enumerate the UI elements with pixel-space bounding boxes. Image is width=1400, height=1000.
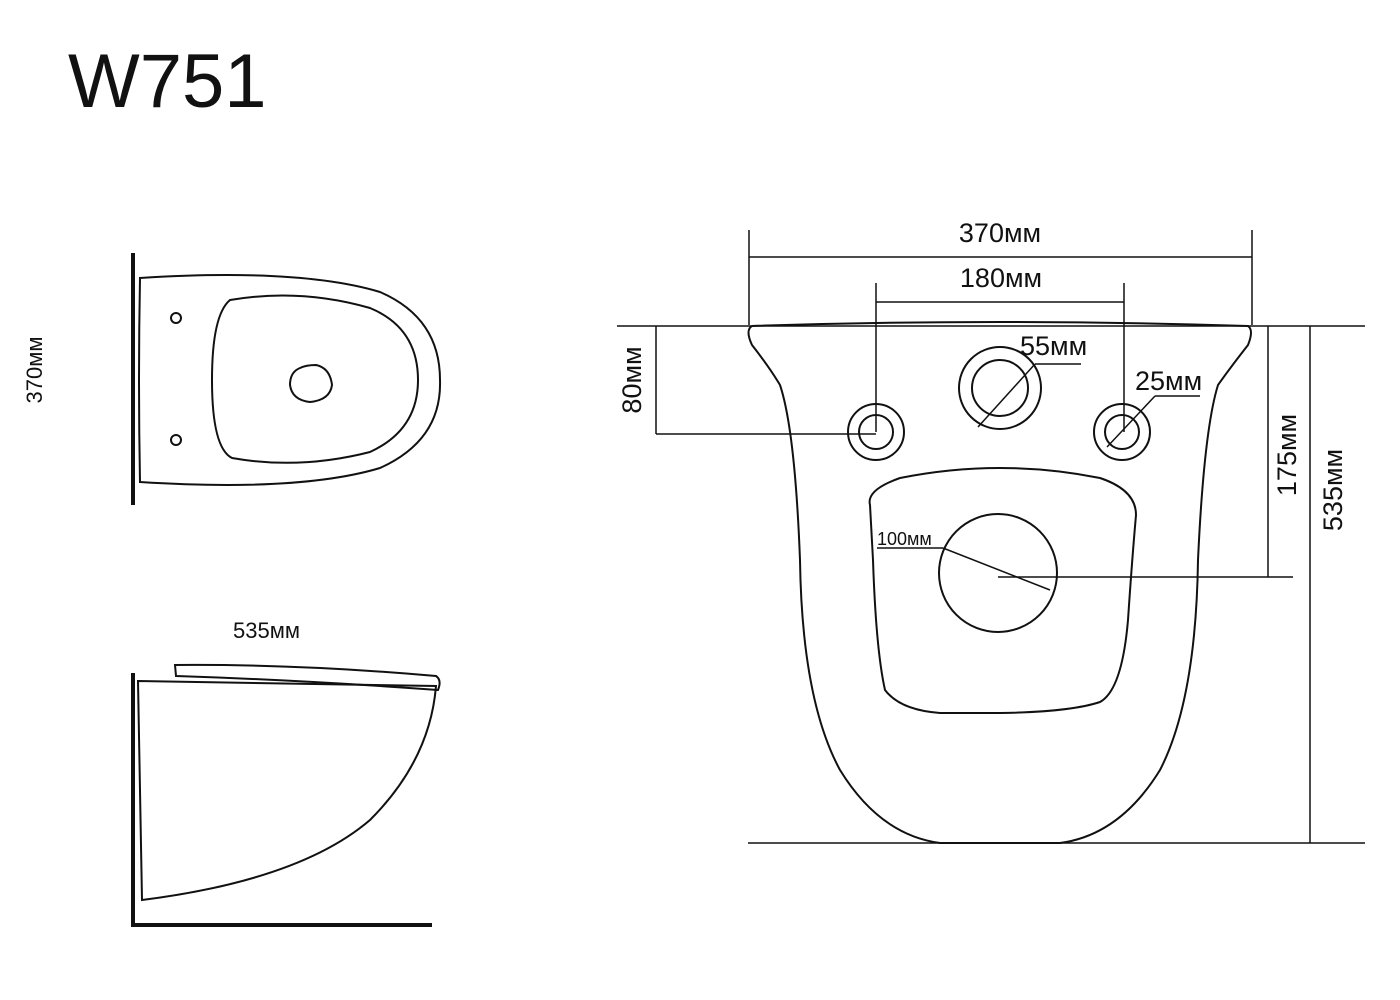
wall-floor-line <box>131 673 432 927</box>
bolt-hole-right-icon <box>1093 403 1151 461</box>
bolt-hole-diameter-label: 25мм <box>1135 366 1202 396</box>
side-view: 535мм <box>131 618 441 927</box>
top-view: 370мм <box>22 253 442 505</box>
bolt-height-label: 80мм <box>617 346 647 413</box>
model-title: W751 <box>68 39 267 124</box>
front-width-label: 370мм <box>959 218 1041 248</box>
top-width-label: 370мм <box>22 337 47 404</box>
outlet-height-label: 175мм <box>1272 414 1302 496</box>
top-view-bowl <box>210 294 420 464</box>
seat-hole-icon <box>170 312 182 324</box>
side-outline <box>136 679 438 902</box>
top-view-drain <box>288 363 334 404</box>
side-length-label: 535мм <box>233 618 300 643</box>
seat-opening <box>868 467 1138 714</box>
inlet-diameter-label: 55мм <box>1020 331 1087 361</box>
inlet-hole-icon <box>958 346 1042 430</box>
bolt-hole-left-icon <box>847 403 905 461</box>
total-height-label: 535мм <box>1318 449 1348 531</box>
front-outline <box>747 321 1252 844</box>
top-view-outline <box>138 274 442 486</box>
outlet-diameter-label: 100мм <box>877 529 932 549</box>
outlet-hole-icon <box>938 513 1058 633</box>
front-view: 370мм 180мм 55мм 25мм 100мм 80мм 175мм 5… <box>617 218 1365 844</box>
bolt-spacing-label: 180мм <box>960 263 1042 293</box>
seat-lid <box>173 663 441 692</box>
seat-hole-icon <box>170 434 182 446</box>
